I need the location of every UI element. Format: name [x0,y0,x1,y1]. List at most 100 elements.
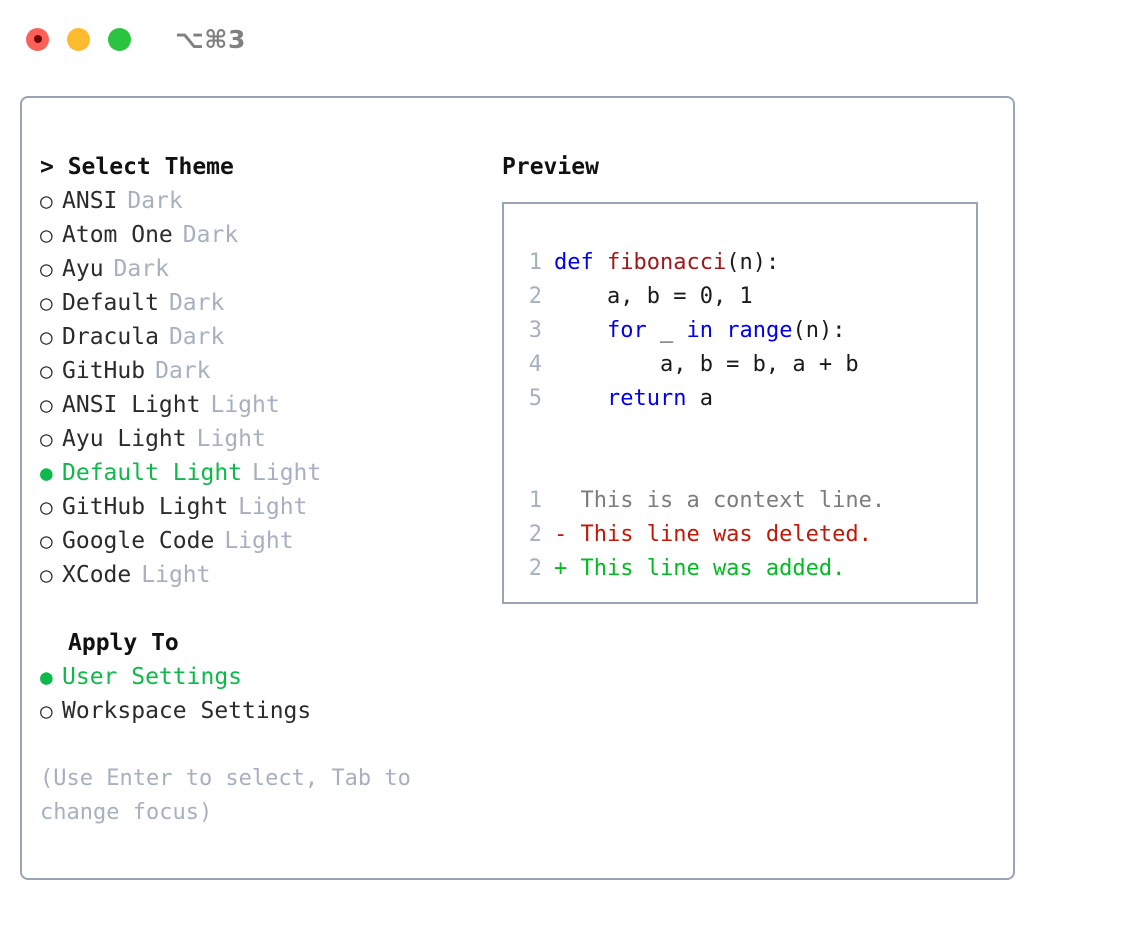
radio-icon: ○ [40,563,53,587]
code-token-plain [554,318,607,343]
keyboard-hint-text: (Use Enter to select, Tab to change focu… [40,766,425,825]
code-line: 4 a, b = b, a + b [512,348,976,382]
diff-line-added: 2 + This line was added. [512,552,976,586]
theme-option-tag: Light [210,392,280,418]
apply-to-option-label: Workspace Settings [62,698,312,724]
diff-content: + This line was added. [554,556,846,581]
theme-option-label: GitHub [62,358,146,384]
theme-option-label: GitHub Light [62,494,229,520]
radio-icon: ○ [40,529,53,553]
radio-icon: ○ [40,427,53,451]
theme-option[interactable]: ○ Google Code Light [40,524,480,558]
code-blank-line [512,450,976,484]
code-content: a, b = 0, 1 [554,280,753,314]
code-line: 2 a, b = 0, 1 [512,280,976,314]
close-button[interactable] [26,27,49,51]
maximize-button[interactable] [108,27,131,51]
code-token-plain: a, b = b, a + b [554,352,859,377]
line-number: 1 [528,250,542,275]
radio-icon: ○ [40,699,53,723]
radio-icon: ○ [40,291,53,315]
theme-option-tag: Light [196,426,266,452]
line-number: 2 [528,284,542,309]
theme-option-label: Default [62,290,159,316]
apply-to-option-label: User Settings [62,664,243,690]
radio-icon: ○ [40,495,53,519]
apply-to-option-user-settings[interactable]: ●User Settings [40,660,480,694]
line-number: 3 [528,318,542,343]
code-token-plain [554,386,607,411]
diff-content: This is a context line. [554,488,886,513]
theme-option-tag: Dark [113,256,169,282]
code-token-keyword: return [606,386,687,411]
code-token-keyword: in [686,318,713,343]
traffic-light-group [26,27,131,51]
minimize-button[interactable] [67,27,90,51]
theme-option-label: ANSI [62,188,118,214]
theme-option-tag: Light [224,528,294,554]
radio-icon: ○ [40,189,53,213]
theme-option[interactable]: ○ ANSI Dark [40,184,480,218]
window-title: ⌥⌘3 [175,24,246,54]
code-token-plain: _ [646,318,687,343]
code-token-plain [713,318,726,343]
theme-option[interactable]: ○ ANSI Light Light [40,388,480,422]
code-token-plain: (n): [726,250,780,275]
theme-option-tag: Dark [127,188,183,214]
code-content: return a [554,382,713,416]
theme-option-tag: Light [252,460,322,486]
theme-option-label: Google Code [62,528,215,554]
preview-heading: Preview [502,154,599,180]
theme-option-label: Atom One [62,222,173,248]
theme-option[interactable]: ○ Atom One Dark [40,218,480,252]
theme-option-label: XCode [62,562,132,588]
code-content: def fibonacci(n): [554,246,779,280]
apply-to-option-list[interactable]: ●User Settings ○ Workspace Settings [40,660,480,728]
code-line: 5 return a [512,382,976,416]
theme-option-label: ANSI Light [62,392,201,418]
code-content: for _ in range(n): [554,314,845,348]
theme-option-label: Default Light [62,460,243,486]
code-token-plain: (n): [792,318,846,343]
theme-option-tag: Dark [168,290,225,316]
apply-to-option-workspace-settings[interactable]: ○ Workspace Settings [40,694,480,728]
line-number: 2 [528,522,542,547]
theme-option-tag: Light [141,562,211,588]
diff-line-context: 1 This is a context line. [512,484,976,518]
radio-icon: ○ [40,223,53,247]
code-token-keyword: for [606,318,647,343]
code-token-keyword: def [554,250,607,275]
title-bar: ⌥⌘3 [0,0,1140,78]
theme-option-tag: Dark [182,222,239,248]
diff-content: - This line was deleted. [554,522,872,547]
code-blank-line [512,416,976,450]
line-number: 4 [528,352,542,377]
code-content: a, b = b, a + b [554,348,859,382]
select-theme-heading: > Select Theme [40,154,234,180]
line-number: 5 [528,386,542,411]
code-line: 3 for _ in range(n): [512,314,976,348]
radio-icon: ○ [40,257,53,281]
line-number: 1 [528,488,542,513]
theme-option-tag: Dark [168,324,225,350]
code-token-function: fibonacci [606,250,727,275]
section-spacer [40,592,480,626]
theme-option[interactable]: ○ Default Dark [40,286,480,320]
code-token-plain: a, b = 0, 1 [554,284,753,309]
code-token-plain: a [686,386,713,411]
line-number: 2 [528,556,542,581]
radio-icon: ○ [40,393,53,417]
theme-option[interactable]: ○ XCode Light [40,558,480,592]
